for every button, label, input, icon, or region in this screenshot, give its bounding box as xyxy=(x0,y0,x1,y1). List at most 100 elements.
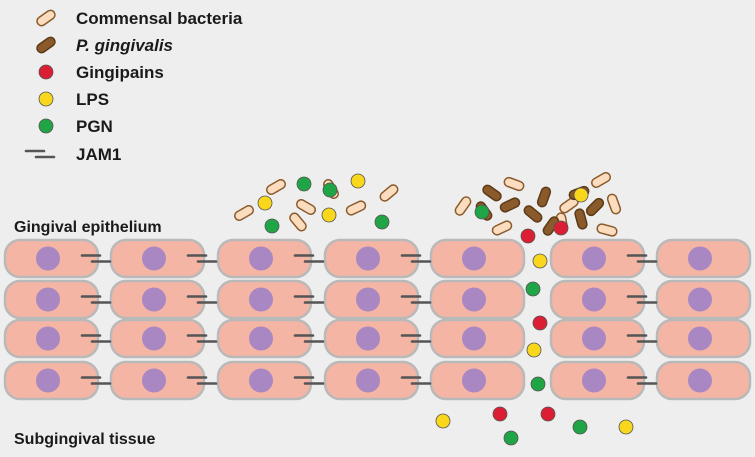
cell-nucleus xyxy=(356,246,380,271)
jam1-junction xyxy=(80,376,112,385)
cell-nucleus xyxy=(462,326,486,351)
pg-bacterium xyxy=(482,184,502,202)
epithelial-cell xyxy=(323,360,420,401)
legend-icon-lps xyxy=(38,91,54,107)
cell-nucleus xyxy=(249,368,273,393)
jam1-junction xyxy=(293,254,325,263)
epithelial-cells xyxy=(3,238,752,401)
jam1-junction xyxy=(400,334,432,343)
cell-nucleus xyxy=(142,287,166,312)
gingipain-molecule xyxy=(553,220,569,236)
epithelial-cell xyxy=(429,360,526,401)
legend-icon-commensal xyxy=(36,9,56,27)
epithelial-cell xyxy=(3,360,100,401)
epithelial-cell xyxy=(429,238,526,279)
legend-label-commensal: Commensal bacteria xyxy=(76,9,243,28)
legend-label-gingipain: Gingipains xyxy=(76,63,164,82)
pgn-molecule xyxy=(525,281,541,297)
jam1-junction xyxy=(400,376,432,385)
epithelial-cell xyxy=(549,318,646,359)
pg-bacterium xyxy=(536,186,552,208)
cell-nucleus xyxy=(36,368,60,393)
epithelial-cell xyxy=(109,360,206,401)
epithelial-cell xyxy=(216,318,313,359)
jam1-junction xyxy=(80,254,112,263)
cell-nucleus xyxy=(356,326,380,351)
legend-label-pgn: PGN xyxy=(76,117,113,136)
epithelial-cell xyxy=(429,318,526,359)
jam1-junction xyxy=(626,334,658,343)
cell-nucleus xyxy=(142,368,166,393)
epithelial-cell xyxy=(109,279,206,320)
commensal-bacterium xyxy=(289,212,307,232)
legend-icon-pg xyxy=(36,36,56,54)
cell-nucleus xyxy=(688,287,712,312)
jam1-junction xyxy=(626,376,658,385)
cell-nucleus xyxy=(36,287,60,312)
cell-nucleus xyxy=(356,287,380,312)
jam1-junction xyxy=(186,334,218,343)
pgn-molecule xyxy=(374,214,390,230)
jam1-junction xyxy=(293,295,325,304)
epithelial-cell xyxy=(3,318,100,359)
legend-label-lps: LPS xyxy=(76,90,109,109)
legend-label-jam: JAM1 xyxy=(76,145,121,164)
commensal-bacterium xyxy=(265,179,287,195)
lps-molecule xyxy=(435,413,451,429)
molecules xyxy=(257,173,634,446)
legend-icon-pgn xyxy=(38,118,54,134)
epithelial-cell xyxy=(323,238,420,279)
pgn-molecule xyxy=(503,430,519,446)
cell-nucleus xyxy=(462,246,486,271)
pgn-molecule xyxy=(530,376,546,392)
cell-nucleus xyxy=(688,368,712,393)
pg-rod-icon xyxy=(36,36,56,54)
gingipain-molecule xyxy=(540,406,556,422)
gingipain-molecule xyxy=(520,228,536,244)
epithelial-cell xyxy=(549,238,646,279)
lps-molecule xyxy=(257,195,273,211)
jam1-junction xyxy=(293,376,325,385)
epithelial-cell xyxy=(216,238,313,279)
bacteria xyxy=(233,172,622,237)
epithelial-cell xyxy=(3,238,100,279)
commensal-rod-icon xyxy=(36,9,56,27)
jam1-junction xyxy=(186,295,218,304)
epithelial-cell xyxy=(216,279,313,320)
epithelial-cell xyxy=(429,279,526,320)
commensal-bacterium xyxy=(295,199,317,215)
subgingival-label: Subgingival tissue xyxy=(14,431,155,448)
legend-icon-jam xyxy=(24,149,56,159)
cell-nucleus xyxy=(142,326,166,351)
cell-nucleus xyxy=(462,368,486,393)
jam1-junction xyxy=(400,254,432,263)
cell-nucleus xyxy=(249,287,273,312)
cell-nucleus xyxy=(249,326,273,351)
jam1-junction xyxy=(80,295,112,304)
pg-bacterium xyxy=(574,208,588,230)
cell-nucleus xyxy=(356,368,380,393)
cell-nucleus xyxy=(142,246,166,271)
epithelial-cell xyxy=(549,279,646,320)
lps-molecule xyxy=(350,173,366,189)
epithelial-cell xyxy=(3,279,100,320)
legend: Commensal bacteria P. gingivalis Gingipa… xyxy=(24,9,243,164)
lps-molecule xyxy=(526,342,542,358)
cell-nucleus xyxy=(582,368,606,393)
gingipain-dot-icon xyxy=(38,64,54,80)
cell-nucleus xyxy=(582,326,606,351)
cell-nucleus xyxy=(36,246,60,271)
cell-nucleus xyxy=(688,326,712,351)
commensal-bacterium xyxy=(454,196,472,216)
jam1-junction xyxy=(626,254,658,263)
cell-nucleus xyxy=(688,246,712,271)
epithelial-cell xyxy=(549,360,646,401)
pgn-molecule xyxy=(296,176,312,192)
epithelial-cell xyxy=(655,360,752,401)
commensal-bacterium xyxy=(606,193,622,215)
commensal-bacterium xyxy=(590,172,612,188)
commensal-bacterium xyxy=(491,220,513,236)
pgn-dot-icon xyxy=(38,118,54,134)
